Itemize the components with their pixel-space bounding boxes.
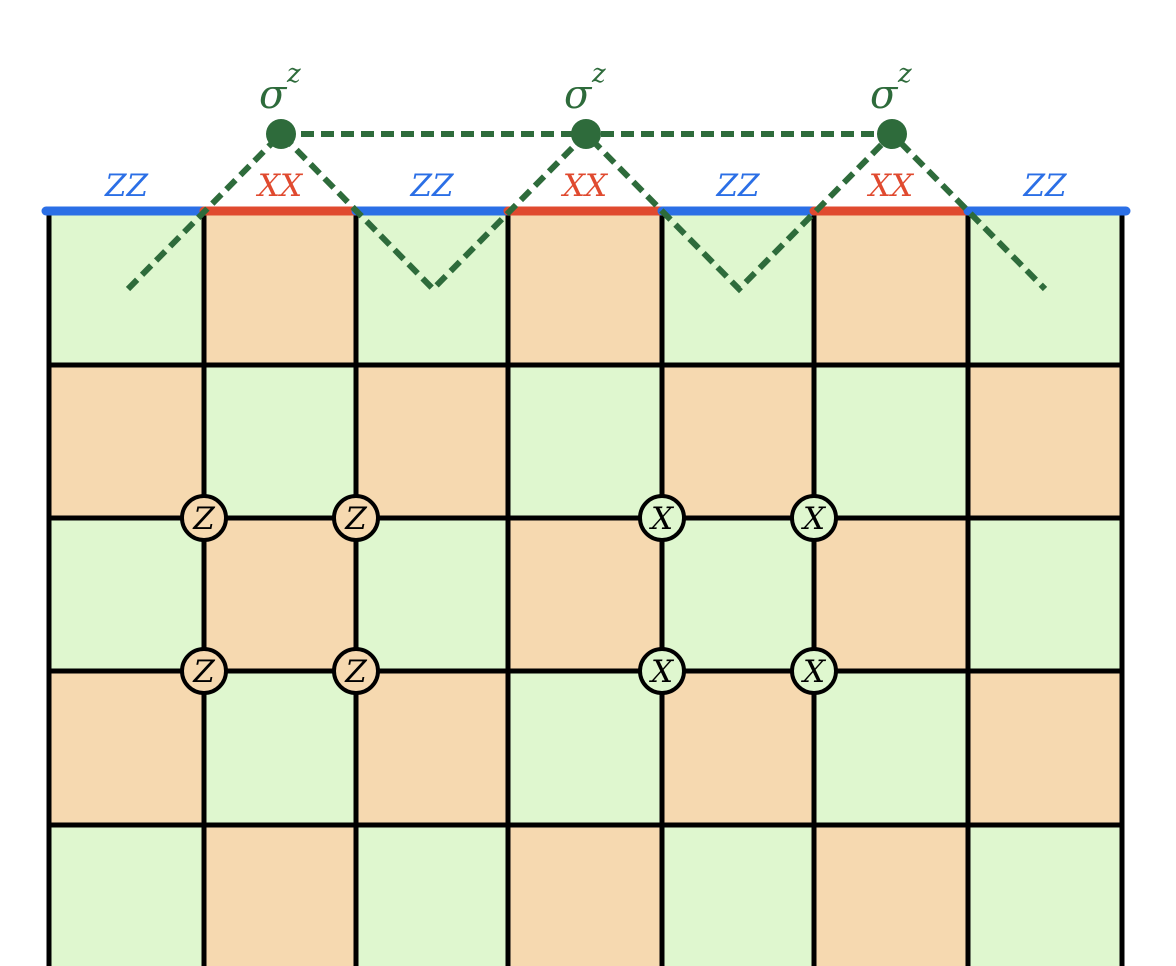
- plaquette-cell-green: [968, 825, 1122, 966]
- plaquette-cell-green: [49, 518, 204, 671]
- plaquette-cell-orange: [814, 825, 968, 966]
- operator-marker-x: [638, 494, 686, 542]
- plaquette-cell-green: [204, 671, 356, 825]
- operator-label: X: [801, 654, 827, 690]
- operator-label: X: [801, 501, 827, 537]
- plaquette-cell-orange: [356, 365, 508, 518]
- plaquette-cell-green: [814, 365, 968, 518]
- boundary-label-xx: XX: [561, 168, 609, 204]
- plaquette-cell-green: [814, 671, 968, 825]
- plaquette-cell-green: [662, 825, 814, 966]
- plaquette-cell-green: [356, 518, 508, 671]
- ancilla-qubit: [571, 119, 601, 149]
- plaquette-operator-markers: Z Z Z Z X X X X: [180, 494, 838, 695]
- plaquette-cell-green: [662, 518, 814, 671]
- boundary-label-zz: ZZ: [715, 168, 760, 204]
- plaquette-cell-green: [508, 671, 662, 825]
- operator-label: Z: [192, 654, 215, 690]
- plaquette-cell-orange: [49, 365, 204, 518]
- plaquette-cell-green: [204, 365, 356, 518]
- operator-label: Z: [344, 654, 367, 690]
- ancilla-label: σ: [870, 72, 899, 118]
- plaquette-cell-orange: [49, 671, 204, 825]
- ancilla-label: σ: [564, 72, 593, 118]
- plaquette-cell-orange: [968, 365, 1122, 518]
- ancilla-label-superscript: z: [591, 59, 606, 89]
- plaquette-cell-orange: [508, 825, 662, 966]
- plaquette-cell-orange: [508, 518, 662, 671]
- operator-label: Z: [192, 501, 215, 537]
- operator-marker-x: [790, 494, 838, 542]
- boundary-label-zz: ZZ: [409, 168, 454, 204]
- plaquette-cell-orange: [814, 211, 968, 365]
- boundary-label-zz: ZZ: [1022, 168, 1067, 204]
- plaquette-cell-green: [356, 825, 508, 966]
- plaquette-cell-green: [49, 211, 204, 365]
- plaquette-cell-orange: [662, 365, 814, 518]
- plaquette-cell-orange: [204, 211, 356, 365]
- ancilla-label: σ: [259, 72, 288, 118]
- operator-marker-z: [332, 494, 380, 542]
- plaquette-cell-orange: [204, 518, 356, 671]
- operator-marker-z: [180, 494, 228, 542]
- operator-label: X: [649, 501, 675, 537]
- plaquette-cell-orange: [508, 211, 662, 365]
- operator-marker-z: [180, 647, 228, 695]
- plaquette-cell-orange: [662, 671, 814, 825]
- plaquette-cell-orange: [356, 671, 508, 825]
- operator-marker-z: [332, 647, 380, 695]
- operator-label: X: [649, 654, 675, 690]
- operator-label: Z: [344, 501, 367, 537]
- plaquette-cell-green: [508, 365, 662, 518]
- plaquette-cell-orange: [814, 518, 968, 671]
- boundary-labels: ZZ XX ZZ XX ZZ XX ZZ: [104, 168, 1067, 204]
- boundary-label-xx: XX: [867, 168, 915, 204]
- plaquette-cell-orange: [204, 825, 356, 966]
- plaquette-cell-green: [968, 518, 1122, 671]
- ancilla-label-superscript: z: [286, 59, 301, 89]
- ancilla-qubit: [266, 119, 296, 149]
- ancilla-qubit: [877, 119, 907, 149]
- plaquette-cells: [49, 211, 1122, 966]
- operator-marker-x: [790, 647, 838, 695]
- operator-marker-x: [638, 647, 686, 695]
- boundary-label-zz: ZZ: [104, 168, 149, 204]
- ancilla-label-superscript: z: [897, 59, 912, 89]
- plaquette-cell-green: [49, 825, 204, 966]
- boundary-label-xx: XX: [256, 168, 304, 204]
- plaquette-cell-orange: [968, 671, 1122, 825]
